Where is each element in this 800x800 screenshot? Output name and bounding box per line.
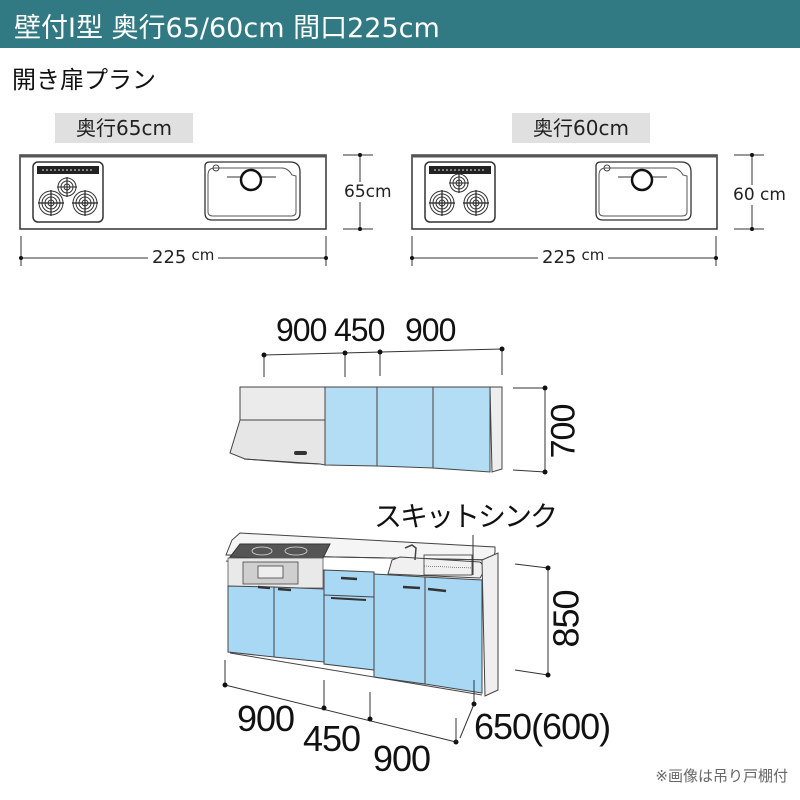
range-hood-icon [229,386,326,466]
base-width-dim-1: 900 [237,698,295,739]
base-height-dim: 850 [545,590,587,648]
depth-dim-65: 65cm [344,182,392,202]
width-dim-60-unit: cm [581,246,605,264]
depth-dim-60: 60 cm [733,185,786,205]
depth-label-60: 奥行60cm [512,113,650,143]
wall-width-dim-1: 900 [276,312,327,348]
top-view-60 [410,153,764,266]
plan-title: 開き扉プラン [12,66,156,94]
footnote: ※画像は吊り戸棚付 [655,767,788,785]
width-dim-65-unit: cm [191,246,215,264]
sink-icon [204,161,301,221]
width-dim-60-num: 225 [542,247,577,268]
header-banner: 壁付I型 奥行65/60cm 間口225cm [0,0,800,48]
sink-label: スキットシンク [374,500,558,533]
wall-width-dim-3: 900 [405,312,456,348]
base-depth-dim: 650(600) [474,706,611,747]
base-width-dim-2: 450 [303,718,361,759]
wall-cabinet-drawing [229,346,548,475]
wall-height-dim: 700 [544,404,583,459]
sink-icon [595,161,692,221]
wall-width-dim-2: 450 [334,312,385,348]
header-title: 壁付I型 奥行65/60cm 間口225cm [14,13,440,44]
width-dim-65: 225 cm [148,246,219,268]
top-view-65 [19,153,373,266]
width-dim-60: 225 cm [538,246,609,268]
base-cabinet-drawing [222,532,551,745]
depth-label-65: 奥行65cm [55,113,193,143]
width-dim-65-num: 225 [152,247,187,268]
base-width-dim-3: 900 [373,738,431,779]
stove-icon [32,161,104,223]
stove-icon [424,161,496,223]
